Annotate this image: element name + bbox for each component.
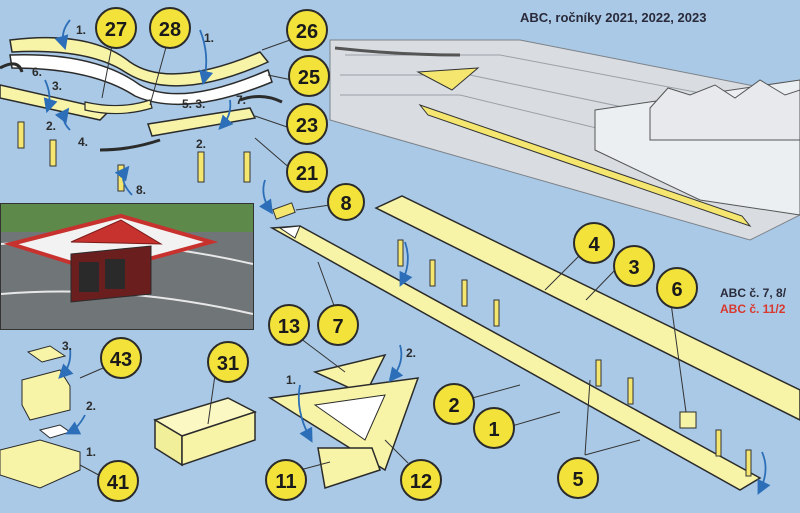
part-badge-31: 31 <box>207 341 249 383</box>
part-number: 5 <box>572 469 583 491</box>
model-photo-image <box>1 204 253 329</box>
step-label: 1. <box>204 31 214 45</box>
part-number: 21 <box>296 163 318 185</box>
part-number: 26 <box>296 21 318 43</box>
small-assemblies <box>0 345 81 489</box>
part-number: 13 <box>278 316 300 338</box>
step-label: 1. <box>76 23 86 37</box>
part-number: 11 <box>275 471 296 493</box>
step-label: 6. <box>32 65 42 79</box>
header-title: ABC, ročníky 2021, 2022, 2023 <box>520 10 707 25</box>
part-badge-5: 5 <box>557 457 599 499</box>
triangle-parts <box>267 353 420 489</box>
step-label: 2. <box>406 346 416 360</box>
long-strips <box>269 195 800 491</box>
part-badge-2: 2 <box>433 383 475 425</box>
model-photo <box>0 203 254 330</box>
part-number: 4 <box>588 234 600 256</box>
part-badge-11: 11 <box>265 459 307 501</box>
side-note-line2: ABC č. 11/2 <box>720 302 786 316</box>
step-labels: 1. 1. 6. 3. 2. 4. 5. 3. 7. 2. 8. 3. 2. 1… <box>32 23 416 459</box>
part-number: 23 <box>296 115 318 137</box>
part-number: 31 <box>217 353 239 375</box>
part-number: 3 <box>628 257 639 279</box>
part-badge-25: 25 <box>288 55 330 97</box>
side-note-line1: ABC č. 7, 8/ <box>720 286 787 300</box>
part-number: 6 <box>671 279 682 301</box>
step-label: 1. <box>86 445 96 459</box>
part-number: 28 <box>159 19 181 41</box>
part-badge-3: 3 <box>613 245 655 287</box>
curved-parts <box>0 36 283 192</box>
part-number: 25 <box>298 67 320 89</box>
step-label: 5. 3. <box>182 97 205 111</box>
part-badge-6: 6 <box>656 267 698 309</box>
part-badge-28: 28 <box>149 7 191 49</box>
step-label: 3. <box>52 79 62 93</box>
step-label: 2. <box>86 399 96 413</box>
part-number: 27 <box>105 19 127 41</box>
part-badge-12: 12 <box>400 459 442 501</box>
part-badge-7: 7 <box>317 304 359 346</box>
step-label: 1. <box>286 373 296 387</box>
part-badge-8: 8 <box>327 183 365 221</box>
part-number: 1 <box>488 419 499 441</box>
step-arrows <box>43 19 771 495</box>
step-label: 8. <box>136 183 146 197</box>
part-number: 8 <box>340 193 351 215</box>
part-number: 43 <box>110 349 132 371</box>
part-number: 2 <box>448 395 459 417</box>
block-31 <box>153 397 257 467</box>
part-badge-23: 23 <box>286 103 328 145</box>
part-number: 7 <box>332 316 343 338</box>
part-badge-27: 27 <box>95 7 137 49</box>
part-badge-21: 21 <box>286 151 328 193</box>
part-badge-43: 43 <box>100 337 142 379</box>
part-badge-13: 13 <box>268 304 310 346</box>
station-render <box>329 39 800 241</box>
part-badges: 27 28 26 25 23 21 8 4 3 6 13 7 43 31 2 1… <box>95 7 698 502</box>
step-label: 3. <box>62 339 72 353</box>
step-label: 2. <box>196 137 206 151</box>
part-badge-26: 26 <box>286 9 328 51</box>
part-badge-41: 41 <box>97 460 139 502</box>
part-badge-4: 4 <box>573 222 615 264</box>
part-number: 41 <box>107 472 129 494</box>
part-number: 12 <box>410 471 432 493</box>
step-label: 7. <box>236 93 246 107</box>
part-badge-1: 1 <box>473 407 515 449</box>
step-label: 2. <box>46 119 56 133</box>
step-label: 4. <box>78 135 88 149</box>
